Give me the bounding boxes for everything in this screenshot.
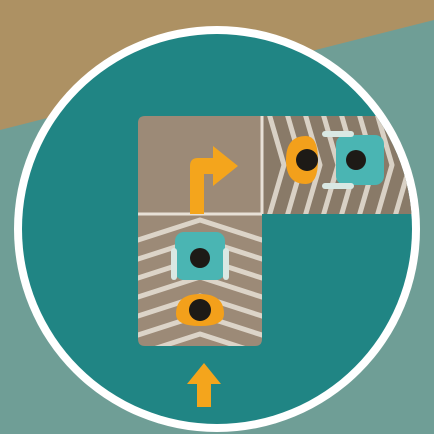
wheelchair-frame-bottom — [322, 183, 354, 189]
wheelchair-frame-left — [171, 248, 177, 280]
rider-head — [346, 150, 366, 170]
rider-head — [190, 248, 210, 268]
helper-head — [296, 149, 318, 171]
wheelchair-frame-top — [322, 131, 354, 137]
helper-head — [189, 299, 211, 321]
wheelchair-frame-right — [223, 248, 229, 280]
